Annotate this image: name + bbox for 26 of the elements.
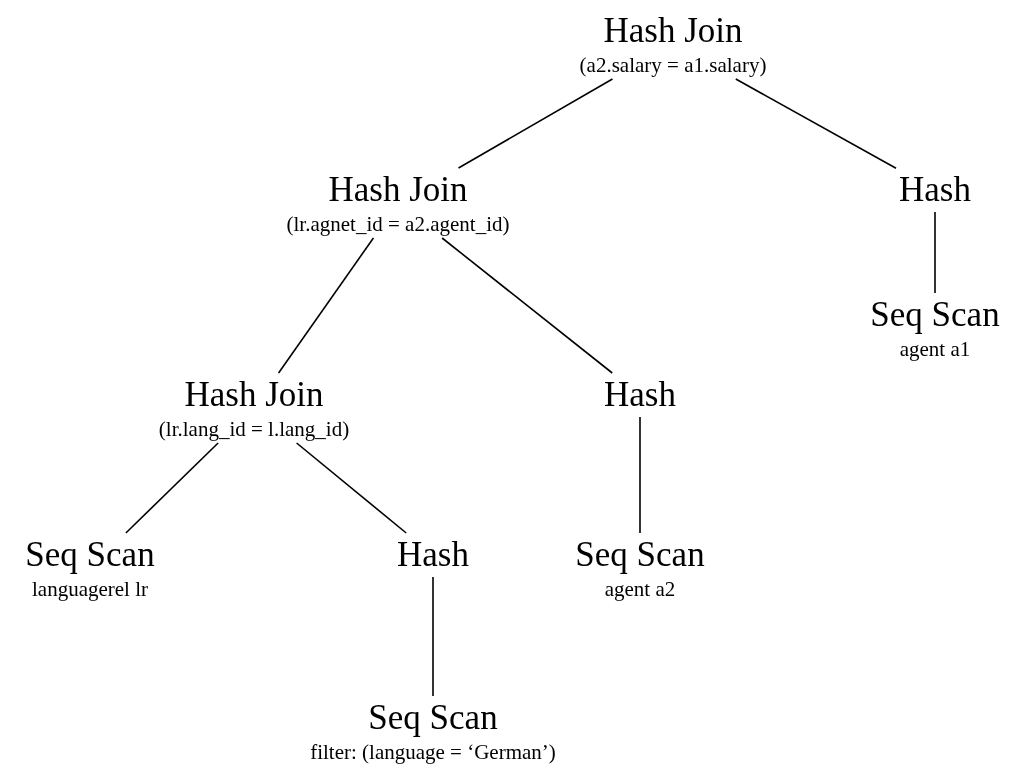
- operator-name: Hash: [604, 375, 676, 415]
- connector-line: [457, 78, 614, 169]
- connector-line: [432, 576, 434, 697]
- operator-detail: languagerel lr: [31, 577, 149, 601]
- operator-detail: (lr.lang_id = l.lang_id): [158, 417, 350, 441]
- connector-line: [735, 78, 897, 170]
- operator-detail: (a2.salary = a1.salary): [579, 53, 767, 77]
- connector-line: [125, 442, 219, 534]
- operator-name: Hash Join: [327, 170, 469, 210]
- operator-name: Seq Scan: [575, 535, 705, 575]
- operator-name: Seq Scan: [367, 698, 499, 738]
- operator-name: Seq Scan: [25, 535, 155, 575]
- operator-name: Hash: [397, 535, 469, 575]
- connector-line: [441, 237, 614, 374]
- connector-line: [639, 416, 641, 534]
- operator-name: Hash: [899, 170, 971, 210]
- operator-detail: filter: (language = ‘German’): [310, 740, 556, 764]
- connector-line: [934, 211, 936, 294]
- connector-line: [277, 237, 375, 374]
- operator-name: Seq Scan: [870, 295, 1000, 335]
- connector-line: [295, 442, 407, 534]
- operator-detail: agent a1: [898, 337, 972, 361]
- operator-name: Hash Join: [183, 375, 325, 415]
- operator-detail: (lr.agnet_id = a2.agent_id): [286, 212, 510, 236]
- operator-detail: agent a2: [603, 577, 677, 601]
- operator-name: Hash Join: [602, 11, 744, 51]
